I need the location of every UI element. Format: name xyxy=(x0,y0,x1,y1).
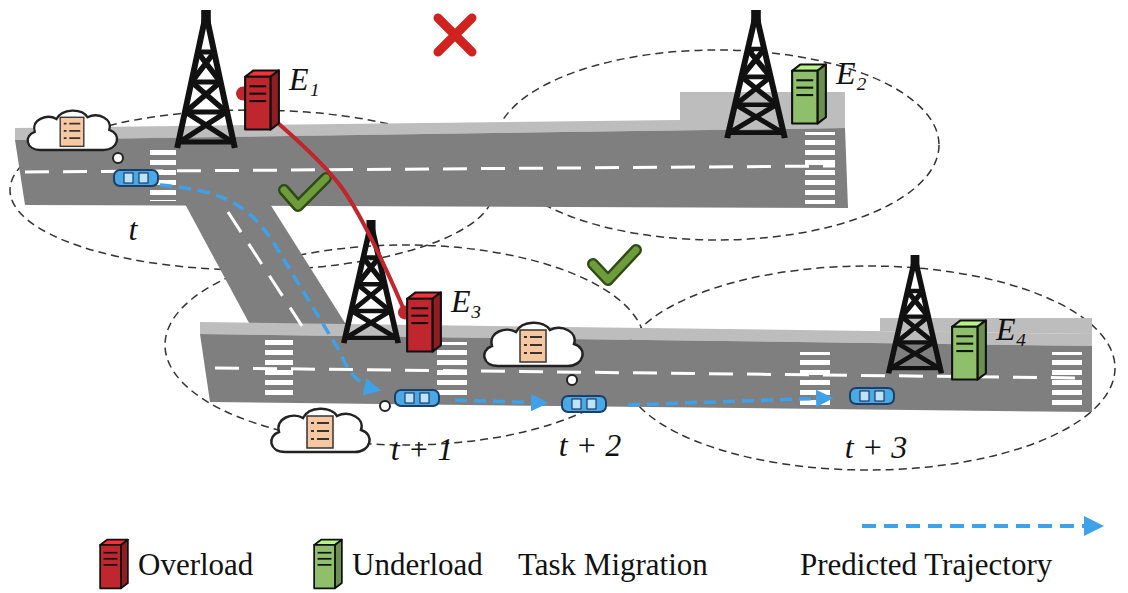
task-cloud xyxy=(271,409,369,452)
server-side xyxy=(432,292,440,351)
check-mark xyxy=(593,250,636,280)
trajectory xyxy=(160,185,378,390)
legend-item: Overload xyxy=(98,540,253,582)
server-graphic xyxy=(790,62,828,126)
cloud-bubble xyxy=(567,375,577,385)
tower-icon xyxy=(727,10,785,138)
server-front xyxy=(792,71,817,124)
server-front xyxy=(952,327,977,380)
legend-text: Predicted Trajectory xyxy=(800,540,1052,582)
crosswalk xyxy=(805,132,835,204)
towers xyxy=(177,10,941,373)
server-icon xyxy=(245,70,279,129)
server-side xyxy=(335,540,342,589)
server-side xyxy=(977,320,985,379)
server-slot xyxy=(318,558,332,560)
time-label: t xyxy=(129,212,138,247)
road xyxy=(185,204,352,334)
legend-text: Task Migration xyxy=(518,540,708,582)
edge-server: E₄ xyxy=(950,318,1031,382)
time-label: t + 3 xyxy=(845,430,907,465)
check-mark xyxy=(284,178,326,206)
crosswalk xyxy=(265,340,293,398)
legend-item: Task Migration xyxy=(518,540,708,582)
trajectory xyxy=(628,398,830,405)
server-icon xyxy=(792,64,826,123)
server-slot xyxy=(411,322,428,324)
server-slot xyxy=(796,87,813,89)
server-slot xyxy=(411,315,428,317)
server-slot xyxy=(796,94,813,96)
server-side xyxy=(121,540,128,589)
tower-icon xyxy=(177,10,235,148)
server-slot xyxy=(249,100,266,102)
time-label: t + 1 xyxy=(391,432,453,467)
edge-server: E₂ xyxy=(790,62,871,126)
task-cloud xyxy=(484,323,582,366)
server-label: E₄ xyxy=(996,312,1027,347)
server-icon xyxy=(952,320,986,379)
server-front xyxy=(407,299,432,352)
server-slot xyxy=(104,558,118,560)
legend-swatch xyxy=(98,538,130,590)
server-slot xyxy=(104,552,118,554)
server-slot xyxy=(104,564,118,566)
task-cloud xyxy=(28,111,117,150)
legend-item: Underload xyxy=(312,540,483,582)
coverage-areas xyxy=(10,50,1115,470)
server-front xyxy=(100,545,121,588)
car-icon xyxy=(114,170,158,186)
vehicles xyxy=(114,170,894,412)
server-front xyxy=(314,545,335,588)
server-slot xyxy=(411,307,428,309)
server-slot xyxy=(956,343,973,345)
server-icon xyxy=(314,540,342,589)
cross-mark xyxy=(438,18,472,52)
server-slot xyxy=(956,335,973,337)
crosswalk xyxy=(1052,352,1082,408)
server-icon xyxy=(407,292,441,351)
server-label: E₁ xyxy=(289,62,320,97)
crosswalk xyxy=(437,342,467,400)
car-icon xyxy=(562,396,606,412)
tower-icon xyxy=(889,255,942,373)
legend-item: Predicted Trajectory xyxy=(800,540,1052,582)
legend-line-sample xyxy=(862,524,1100,528)
marks xyxy=(284,18,636,280)
check-mark xyxy=(593,250,636,280)
server-label: E₃ xyxy=(451,284,482,319)
server-graphic xyxy=(405,290,443,354)
edge-server: E₃ xyxy=(405,290,486,354)
legend-text: Overload xyxy=(138,540,253,582)
edge-server: E₁ xyxy=(243,68,324,132)
server-side xyxy=(270,70,278,129)
server-front xyxy=(245,77,270,130)
server-slot xyxy=(249,93,266,95)
legend-text: Underload xyxy=(352,540,483,582)
road xyxy=(15,128,848,208)
cloud-bubble xyxy=(113,153,123,163)
server-graphic xyxy=(950,318,988,382)
server-icon xyxy=(100,540,128,589)
server-slot xyxy=(318,552,332,554)
server-side xyxy=(817,64,825,123)
server-graphic xyxy=(243,68,281,132)
check-mark xyxy=(284,178,326,206)
legend-swatch xyxy=(312,538,344,590)
server-slot xyxy=(956,350,973,352)
server-label: E₂ xyxy=(836,56,867,91)
server-slot xyxy=(249,85,266,87)
server-slot xyxy=(796,79,813,81)
cloud-bubble xyxy=(380,401,390,411)
time-label: t + 2 xyxy=(559,428,621,463)
car-icon xyxy=(395,390,439,406)
server-slot xyxy=(318,564,332,566)
task-clouds xyxy=(28,111,583,452)
car-icon xyxy=(850,388,894,404)
trajectory xyxy=(455,400,545,403)
